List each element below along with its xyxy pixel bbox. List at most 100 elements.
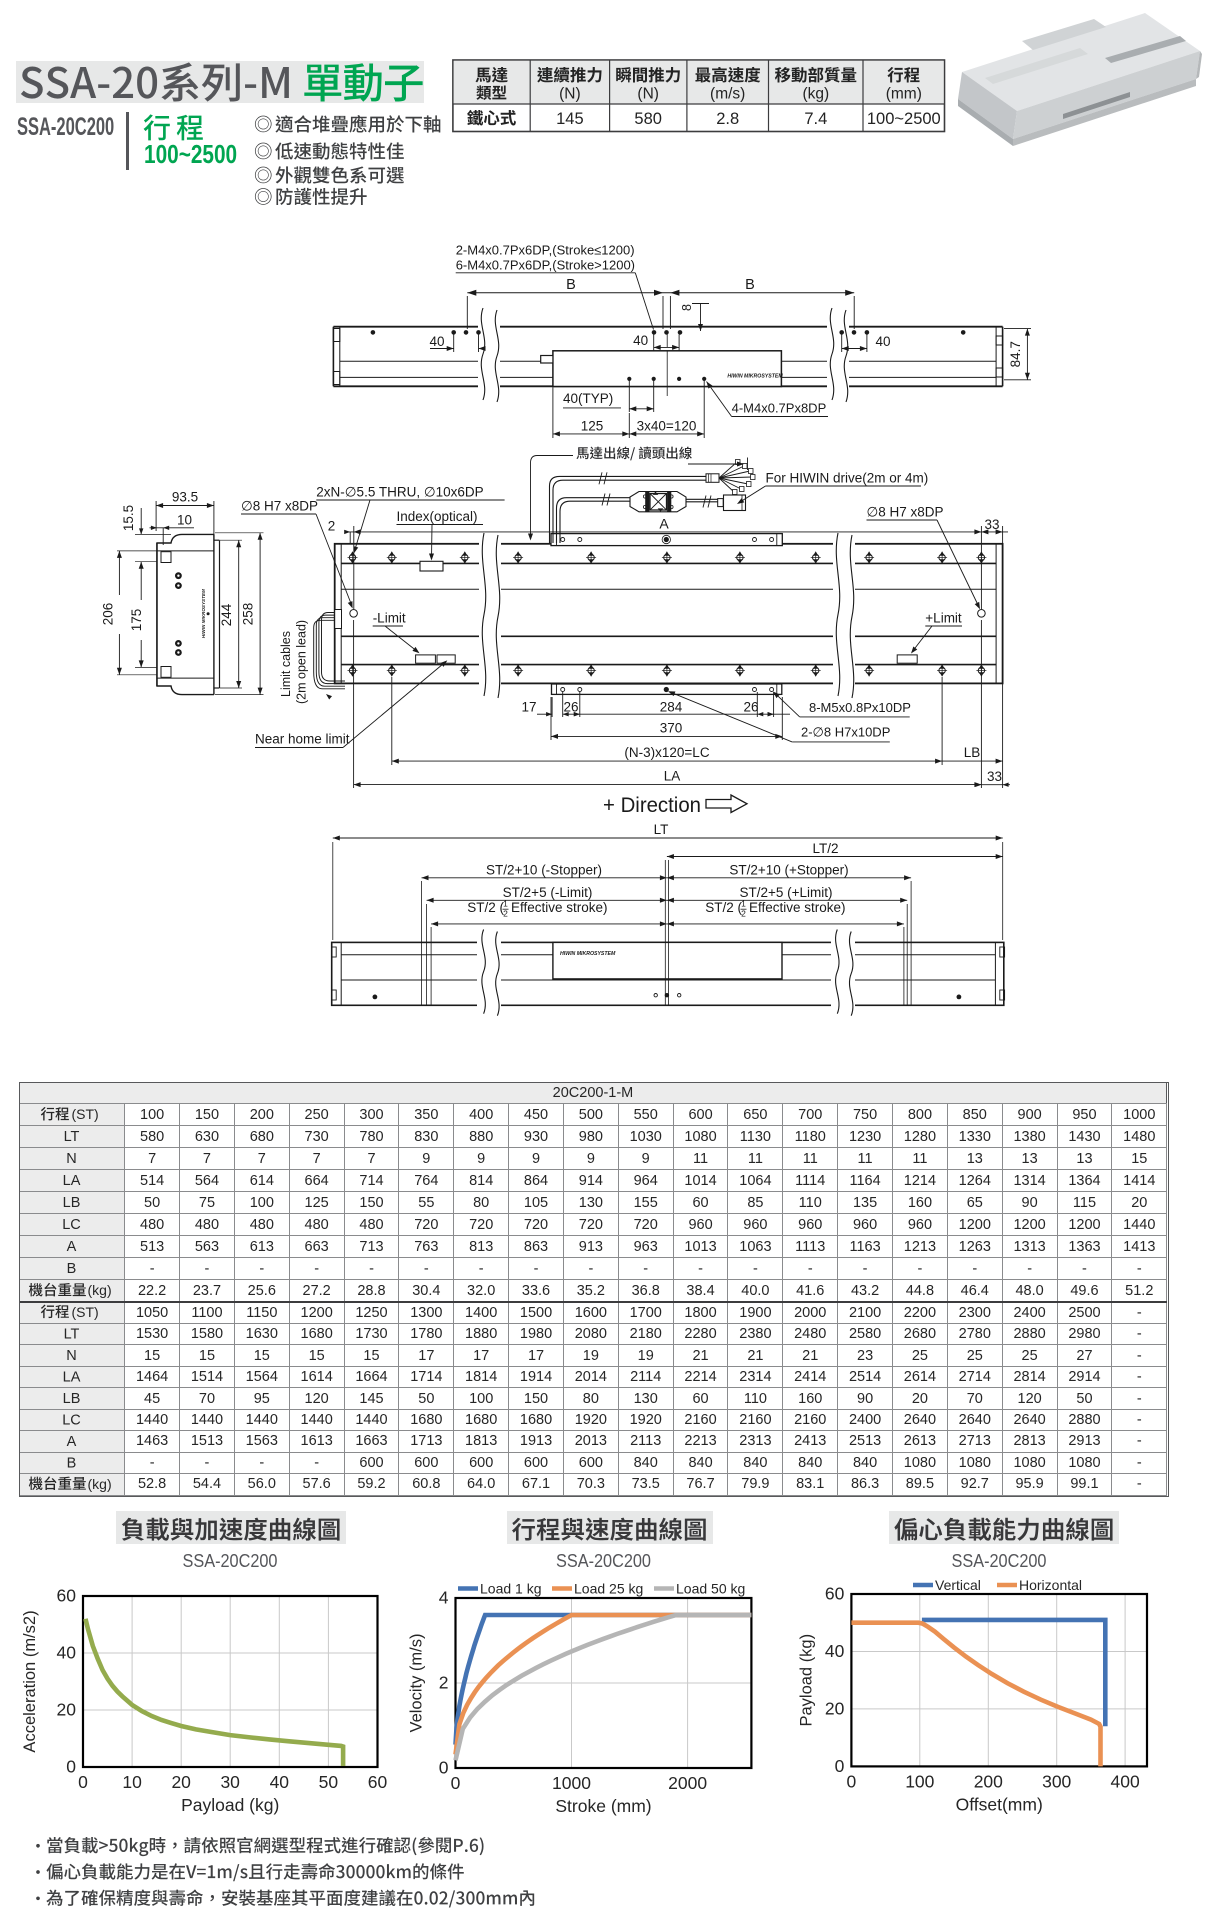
svg-text:258: 258 [241,603,256,626]
svg-text:ST/2 (: ST/2 ( [467,900,504,915]
svg-text:40: 40 [270,1772,290,1792]
svg-text:Stroke (mm): Stroke (mm) [555,1796,651,1816]
svg-text:40: 40 [875,334,890,349]
svg-text:4: 4 [439,1588,449,1608]
svg-text:580: 580 [634,110,662,128]
svg-text:8: 8 [680,304,694,311]
svg-text:(mm): (mm) [886,86,922,103]
svg-text:-Limit: -Limit [373,611,406,626]
svg-text:Horizontal: Horizontal [1019,1577,1082,1593]
svg-text:ST/2+10 (-Stopper): ST/2+10 (-Stopper) [486,863,602,878]
svg-text:2xN-∅5.5 THRU, ∅10x6DP: 2xN-∅5.5 THRU, ∅10x6DP [316,485,483,500]
svg-text:HIWIN MIKROSYSTEM: HIWIN MIKROSYSTEM [727,374,783,380]
svg-text:60: 60 [57,1586,77,1606]
svg-text:(N): (N) [637,86,659,103]
svg-text:7.4: 7.4 [804,110,827,128]
svg-text:300: 300 [1042,1771,1071,1791]
svg-text:SSA-20C200: SSA-20C200 [183,1551,278,1571]
svg-text:Load 1 kg: Load 1 kg [480,1581,542,1597]
svg-text:370: 370 [660,721,683,736]
svg-text:284: 284 [660,700,683,715]
svg-text:40: 40 [429,334,444,349]
svg-text:20: 20 [171,1772,191,1792]
svg-text:ST/2+5 (-Limit): ST/2+5 (-Limit) [503,885,593,900]
svg-text:2: 2 [439,1673,449,1693]
svg-text:1: 1 [503,899,508,909]
svg-text:206: 206 [101,603,116,626]
svg-text:33: 33 [984,517,999,532]
svg-text:0: 0 [835,1756,845,1776]
svg-text:17: 17 [521,700,536,715]
svg-text:Load 50 kg: Load 50 kg [676,1581,745,1597]
svg-text:40: 40 [57,1643,77,1663]
svg-text:244: 244 [219,603,234,626]
svg-text:ST/2+10 (+Stopper): ST/2+10 (+Stopper) [729,863,848,878]
svg-text:Near home limit: Near home limit [255,732,350,747]
svg-text:1000: 1000 [552,1773,591,1793]
svg-text:ST/2 (: ST/2 ( [705,900,742,915]
svg-text:6-M4x0.7Px6DP,(Stroke>1200): 6-M4x0.7Px6DP,(Stroke>1200) [456,258,635,273]
svg-text:Vertical: Vertical [935,1577,981,1593]
svg-text:0: 0 [439,1758,449,1778]
svg-text:(2m open lead): (2m open lead) [295,620,309,704]
svg-text:2: 2 [741,909,746,919]
svg-text:B: B [745,277,755,293]
svg-text:2: 2 [328,519,336,534]
svg-text:40: 40 [825,1641,845,1661]
svg-text:100~2500: 100~2500 [867,110,941,128]
svg-text:3x40=120: 3x40=120 [637,419,697,434]
svg-text:Effective stroke): Effective stroke) [749,900,846,915]
svg-text:Acceleration (m/s2): Acceleration (m/s2) [21,1610,39,1752]
svg-text:Velocity (m/s): Velocity (m/s) [408,1633,426,1732]
svg-text:100: 100 [905,1771,934,1791]
svg-text:B: B [566,277,576,293]
svg-text:0: 0 [451,1773,461,1793]
svg-text:4-M4x0.7Px8DP: 4-M4x0.7Px8DP [732,401,827,416]
svg-text:84.7: 84.7 [1008,341,1023,367]
svg-text:(m/s): (m/s) [710,86,745,103]
svg-text:Payload (kg): Payload (kg) [797,1634,815,1727]
svg-text:(N): (N) [559,86,581,103]
svg-text:8-M5x0.8Px10DP: 8-M5x0.8Px10DP [809,700,911,715]
svg-text:40: 40 [633,333,648,348]
svg-text:+Limit: +Limit [925,611,962,626]
svg-text:0: 0 [78,1772,88,1792]
svg-text:0: 0 [847,1771,857,1791]
svg-text:HIWIN MIKROSYSTEM: HIWIN MIKROSYSTEM [201,589,206,638]
svg-text:LT: LT [654,822,669,837]
svg-text:175: 175 [129,609,144,632]
svg-text:Limit cables: Limit cables [279,631,293,697]
svg-text:Effective stroke): Effective stroke) [511,900,608,915]
svg-text:26: 26 [743,700,758,715]
svg-text:Offset(mm): Offset(mm) [956,1794,1043,1814]
svg-text:15.5: 15.5 [121,505,136,531]
svg-text:(N-3)x120=LC: (N-3)x120=LC [624,745,709,760]
svg-text:ST/2+5 (+Limit): ST/2+5 (+Limit) [739,885,832,900]
svg-text:∅8 H7 x8DP: ∅8 H7 x8DP [241,499,318,514]
svg-text:125: 125 [581,419,604,434]
svg-text:2: 2 [503,909,508,919]
svg-text:2-∅8 H7x10DP: 2-∅8 H7x10DP [801,725,890,740]
svg-text:Index(optical): Index(optical) [397,509,478,524]
svg-text:LT/2: LT/2 [812,841,838,856]
svg-text:SSA-20C200: SSA-20C200 [556,1551,651,1571]
svg-text:30: 30 [220,1772,240,1792]
svg-text:93.5: 93.5 [172,490,198,505]
svg-text:26: 26 [563,700,578,715]
svg-text:HIWIN MIKROSYSTEM: HIWIN MIKROSYSTEM [560,951,616,957]
svg-text:10: 10 [177,513,192,528]
svg-text:10: 10 [122,1772,142,1792]
svg-text:A: A [659,516,669,532]
svg-text:Load 25 kg: Load 25 kg [574,1581,643,1597]
svg-text:2.8: 2.8 [716,110,739,128]
svg-text:200: 200 [974,1771,1003,1791]
svg-text:40(TYP): 40(TYP) [563,391,613,406]
svg-text:0: 0 [66,1757,76,1777]
svg-text:Payload (kg): Payload (kg) [181,1795,279,1815]
svg-text:20: 20 [825,1698,845,1718]
svg-text:60: 60 [368,1772,388,1792]
svg-text:For HIWIN drive(2m or 4m): For HIWIN drive(2m or 4m) [766,471,929,486]
svg-text:2-M4x0.7Px6DP,(Stroke≤1200): 2-M4x0.7Px6DP,(Stroke≤1200) [456,243,635,258]
svg-text:SSA-20C200: SSA-20C200 [952,1551,1047,1571]
svg-text:LB: LB [964,745,981,760]
